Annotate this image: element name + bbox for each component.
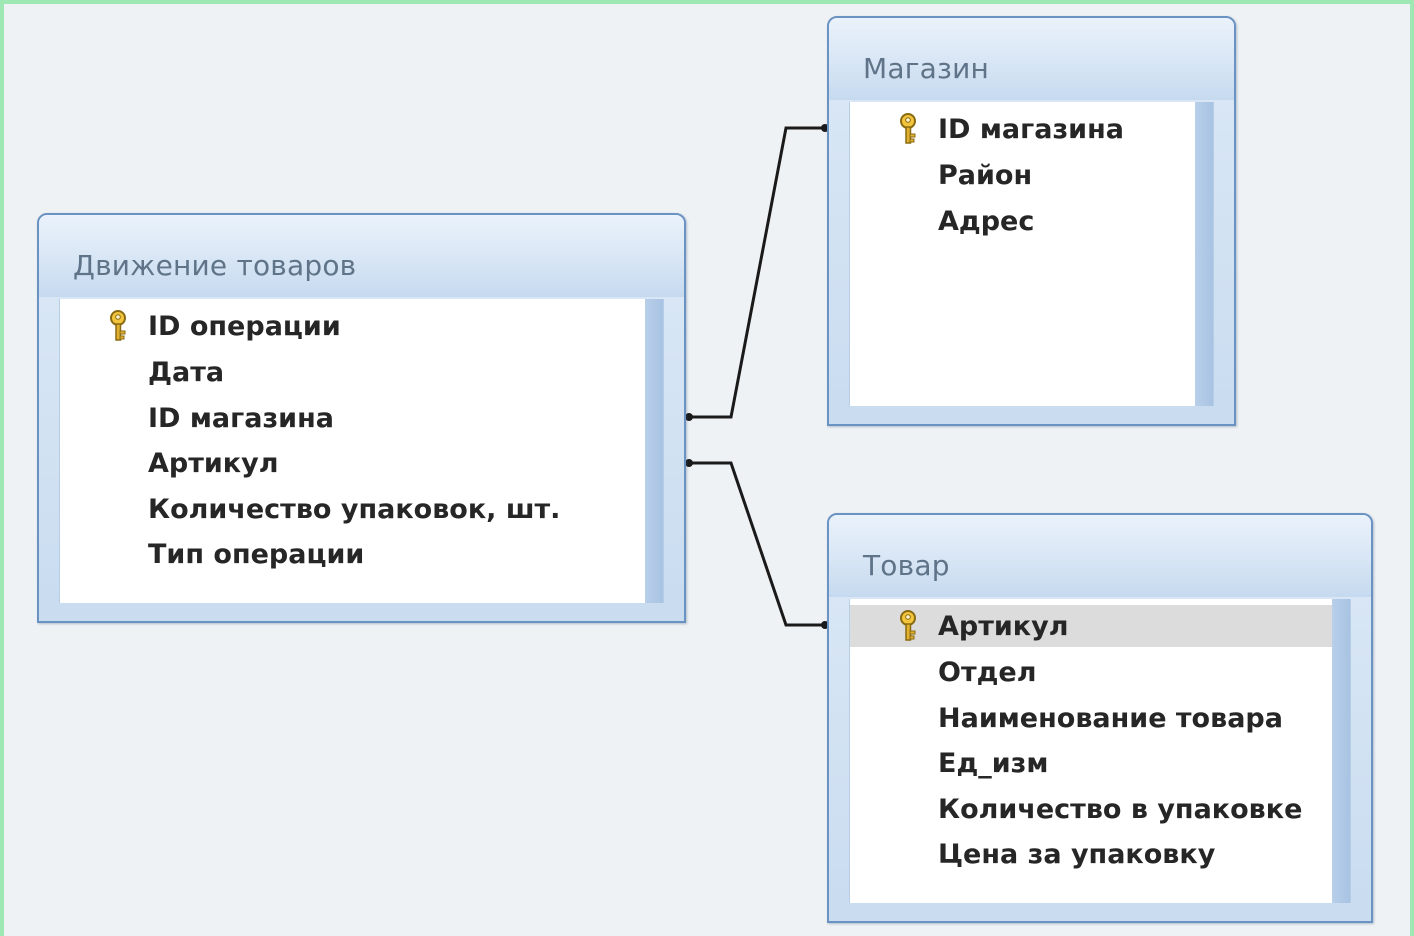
field-list[interactable]: ID операции Дата ID магазина Артикул Кол…: [59, 299, 664, 603]
key-icon: [900, 113, 916, 144]
field-row[interactable]: Дата: [60, 351, 645, 393]
field-row[interactable]: ID операции: [60, 305, 645, 347]
field-row[interactable]: Наименование товара: [850, 697, 1332, 739]
table-title-bar[interactable]: Магазин: [829, 18, 1234, 100]
field-list[interactable]: Артикул Отдел Наименование товара Ед_изм…: [849, 599, 1351, 903]
field-row[interactable]: Район: [850, 154, 1195, 196]
field-row[interactable]: Цена за упаковку: [850, 833, 1332, 875]
relationship-endpoint: [685, 413, 693, 421]
scrollbar[interactable]: [645, 299, 663, 603]
field-row-selected[interactable]: Артикул: [850, 605, 1332, 647]
field-name: ID магазина: [148, 403, 334, 434]
field-name: Район: [938, 160, 1033, 191]
table-title: Товар: [863, 549, 950, 582]
field-name: Отдел: [938, 657, 1037, 688]
field-row[interactable]: ID магазина: [850, 108, 1195, 150]
field-row[interactable]: Ед_изм: [850, 742, 1332, 784]
field-name: ID магазина: [938, 114, 1124, 145]
scrollbar[interactable]: [1195, 102, 1213, 406]
field-row[interactable]: Количество упаковок, шт.: [60, 488, 645, 530]
relationship-line-store-id[interactable]: [688, 126, 827, 419]
field-row[interactable]: Тип операции: [60, 533, 645, 575]
table-title: Магазин: [863, 52, 989, 85]
field-row[interactable]: Отдел: [850, 651, 1332, 693]
relationship-line-article[interactable]: [688, 461, 827, 627]
field-name: Цена за упаковку: [938, 839, 1216, 870]
field-name: Наименование товара: [938, 703, 1283, 734]
field-name: Ед_изм: [938, 748, 1049, 779]
table-title-bar[interactable]: Движение товаров: [39, 215, 684, 297]
field-name: Артикул: [938, 611, 1069, 642]
table-dvizhenie-tovarov[interactable]: Движение товаров ID операции Дата ID маг…: [37, 213, 686, 623]
field-name: ID операции: [148, 311, 341, 342]
table-tovar[interactable]: Товар Артикул Отдел Наименование товара …: [827, 513, 1373, 923]
field-name: Количество в упаковке: [938, 794, 1303, 825]
field-name: Артикул: [148, 448, 279, 479]
field-row[interactable]: Количество в упаковке: [850, 788, 1332, 830]
table-title: Движение товаров: [73, 249, 357, 282]
field-row[interactable]: ID магазина: [60, 397, 645, 439]
field-name: Адрес: [938, 206, 1035, 237]
field-name: Количество упаковок, шт.: [148, 494, 561, 525]
field-name: Тип операции: [148, 539, 365, 570]
scrollbar[interactable]: [1332, 599, 1350, 903]
key-icon: [110, 310, 126, 341]
relationship-endpoint: [685, 459, 693, 467]
key-icon: [900, 610, 916, 641]
field-row[interactable]: Адрес: [850, 200, 1195, 242]
table-magazin[interactable]: Магазин ID магазина Район Адрес: [827, 16, 1236, 426]
field-list[interactable]: ID магазина Район Адрес: [849, 102, 1214, 406]
field-name: Дата: [148, 357, 225, 388]
field-row[interactable]: Артикул: [60, 442, 645, 484]
table-title-bar[interactable]: Товар: [829, 515, 1371, 597]
